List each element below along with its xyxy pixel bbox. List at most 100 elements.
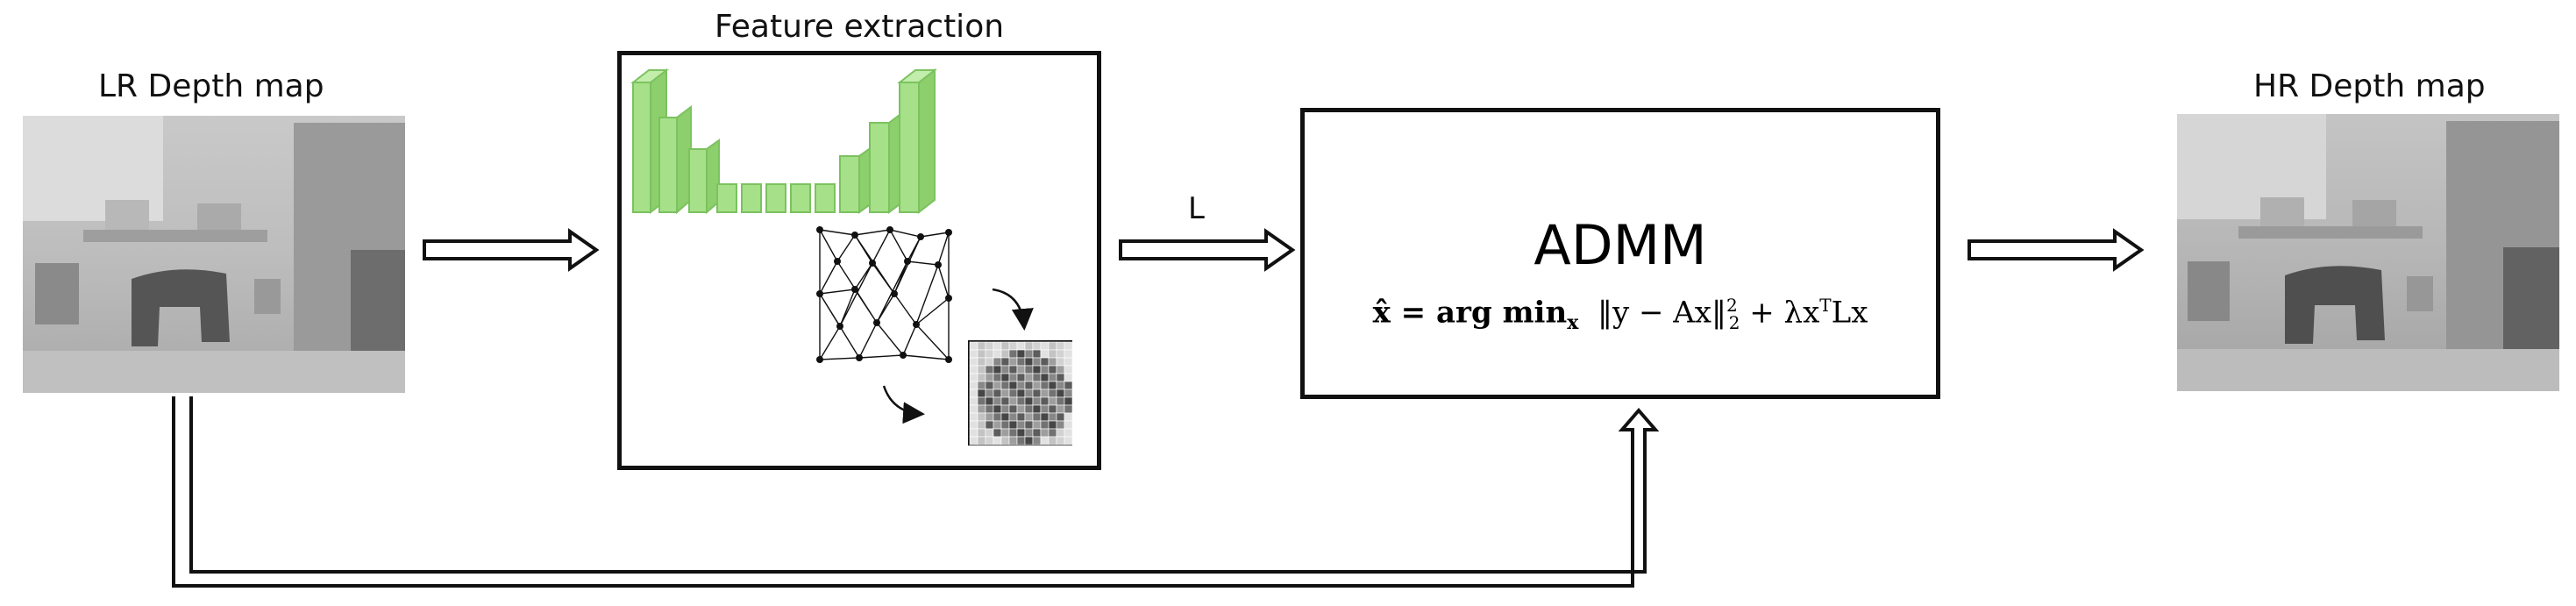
admm-title: ADMM (1534, 213, 1707, 277)
admm-equation: x̂ = arg minx ‖y − Ax‖22 + λxTLx (1305, 295, 1936, 334)
laplacian-edge-label: L (1188, 191, 1205, 226)
pixel-cell (1040, 428, 1050, 438)
pixel-cell (1000, 389, 1010, 398)
pixel-cell (969, 396, 978, 406)
pixel-cell (1040, 436, 1050, 446)
pixel-cell (1016, 357, 1026, 367)
pixel-cell (1048, 436, 1057, 446)
pixel-cell (1040, 381, 1050, 390)
pixel-cell (1000, 412, 1010, 422)
arrow-lr-to-admm-skip (172, 396, 1660, 588)
feature-extraction-label: Feature extraction (715, 9, 1005, 45)
pixel-cell (993, 365, 1002, 374)
arrow-admm-to-hr (1968, 228, 2145, 272)
pixel-cell (977, 341, 986, 351)
pixel-cell (977, 404, 986, 414)
pixel-cell (1056, 428, 1065, 438)
pixel-cell (969, 420, 978, 430)
pixel-cell (977, 381, 986, 390)
pixel-cell (969, 404, 978, 414)
pixel-cell (1008, 404, 1018, 414)
pixel-cell (1056, 404, 1065, 414)
pixel-cell (1048, 428, 1057, 438)
pixel-cell (1032, 349, 1042, 359)
pixel-cell (1008, 349, 1018, 359)
pixel-cell (1064, 341, 1073, 351)
pixel-cell (977, 373, 986, 382)
pixel-cell (1024, 420, 1034, 430)
pixel-cell (1032, 389, 1042, 398)
eq-sub2: 2 (1728, 312, 1740, 334)
pixel-cell (985, 420, 994, 430)
pixel-cell (1048, 389, 1057, 398)
pixel-cell (1048, 420, 1057, 430)
pixel-cell (1032, 428, 1042, 438)
pixel-cell (1064, 349, 1073, 359)
pixel-cell (1024, 373, 1034, 382)
pixel-cell (1048, 381, 1057, 390)
pixel-cell (1000, 396, 1010, 406)
pixel-cell (1032, 436, 1042, 446)
pixel-cell (993, 389, 1002, 398)
pixel-cell (1040, 349, 1050, 359)
pixel-cell (985, 412, 994, 422)
pixel-cell (1016, 396, 1026, 406)
pixel-cell (1000, 349, 1010, 359)
eq-sub: x (1567, 311, 1579, 335)
eq-tail: + λx (1749, 295, 1820, 331)
pixel-cell (977, 420, 986, 430)
pixel-cell (977, 412, 986, 422)
pixel-cell (1008, 396, 1018, 406)
pixel-cell (1048, 349, 1057, 359)
pixel-cell (1024, 381, 1034, 390)
pixel-cell (1008, 381, 1018, 390)
pixel-cell (1056, 365, 1065, 374)
eq-tail2: Lx (1831, 295, 1868, 331)
pixel-cell (1016, 341, 1026, 351)
pixel-cell (1048, 357, 1057, 367)
pixel-cell (1008, 357, 1018, 367)
pixel-cell (1040, 365, 1050, 374)
pixel-cell (1064, 428, 1073, 438)
pixel-cell (1048, 365, 1057, 374)
pixel-cell (977, 365, 986, 374)
pixel-cell (1016, 404, 1026, 414)
pixel-cell (1040, 396, 1050, 406)
pixel-cell (1032, 396, 1042, 406)
pixel-cell (1040, 341, 1050, 351)
pixel-cell (1000, 373, 1010, 382)
pixel-cell (969, 341, 978, 351)
pixel-cell (977, 349, 986, 359)
pixel-cell (1024, 412, 1034, 422)
pixel-cell (969, 428, 978, 438)
pixel-cell (1056, 420, 1065, 430)
pixel-cell (969, 373, 978, 382)
pixel-cell (993, 396, 1002, 406)
curved-arrow-bottom (882, 385, 925, 424)
pixel-cell (1000, 428, 1010, 438)
pixel-cell (1016, 365, 1026, 374)
pixel-cell (1000, 436, 1010, 446)
pixel-cell (1032, 381, 1042, 390)
pixel-cell (985, 373, 994, 382)
eq-sup: 2 (1726, 295, 1738, 316)
pixel-cell (1016, 349, 1026, 359)
lr-depth-map-label: LR Depth map (98, 68, 324, 104)
pixel-cell (1056, 381, 1065, 390)
pixel-cell (1032, 365, 1042, 374)
pixel-cell (1032, 357, 1042, 367)
eq-sup-t: T (1819, 295, 1832, 316)
pixel-cell (1056, 412, 1065, 422)
pixel-cell (985, 349, 994, 359)
pixel-cell (1040, 420, 1050, 430)
pixel-cell (1040, 412, 1050, 422)
pixel-cell (1064, 389, 1073, 398)
pixel-cell (1000, 341, 1010, 351)
hr-depth-map-label: HR Depth map (2253, 68, 2486, 104)
pixel-cell (993, 436, 1002, 446)
pixel-cell (985, 428, 994, 438)
pixel-cell (1008, 412, 1018, 422)
pixel-cell (1056, 436, 1065, 446)
pixel-cell (1040, 404, 1050, 414)
